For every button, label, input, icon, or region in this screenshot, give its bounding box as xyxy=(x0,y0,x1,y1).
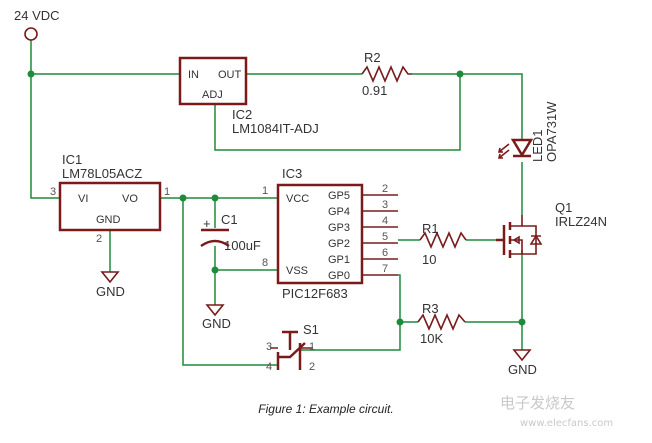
ic3-pin-number: 7 xyxy=(382,263,388,275)
c1-capacitor: + C1 100uF xyxy=(200,212,261,253)
wires xyxy=(30,40,523,366)
ic2-ref: IC2 xyxy=(232,107,252,122)
q1-mosfet: Q1 IRLZ24N xyxy=(496,200,607,258)
ic2-regulator: IN OUT ADJ IC2 LM1084IT-ADJ xyxy=(178,56,319,136)
figure-caption: Figure 1: Example circuit. xyxy=(258,402,394,416)
ic3-pin-number: 3 xyxy=(382,199,388,211)
gnd-symbol-q1: GND xyxy=(508,349,537,377)
q1-ref: Q1 xyxy=(555,200,572,215)
ic3-pin-name: VSS xyxy=(286,265,308,277)
ic2-pin-adj: ADJ xyxy=(202,89,223,101)
ic1-pin1-num: 1 xyxy=(164,186,170,198)
ic3-pin-name: GP2 xyxy=(328,238,350,250)
c1-value: 100uF xyxy=(224,238,261,253)
gnd-label-ic1: GND xyxy=(96,284,125,299)
led1-part: OPA731W xyxy=(544,101,559,162)
led1-ref: LED1 xyxy=(530,129,545,162)
ic3-pin-name: GP4 xyxy=(328,206,350,218)
ic3-pin-number: 6 xyxy=(382,247,388,259)
gnd-label-c1: GND xyxy=(202,316,231,331)
ic3-pin-name: VCC xyxy=(286,193,309,205)
ic1-regulator: VI VO GND 3 1 2 IC1 LM78L05ACZ xyxy=(50,152,170,245)
r2-value: 0.91 xyxy=(362,83,387,98)
ic3-pin-number: 1 xyxy=(262,185,268,197)
r3-value: 10K xyxy=(420,331,443,346)
c1-ref: C1 xyxy=(221,212,238,227)
ic1-pin3-num: 3 xyxy=(50,186,56,198)
ic3-pin-name: GP1 xyxy=(328,254,350,266)
gnd-symbol-ic1: GND xyxy=(96,271,125,299)
power-label: 24 VDC xyxy=(14,8,60,23)
ic1-pin-gnd: GND xyxy=(96,214,121,226)
junction-dots xyxy=(27,70,526,326)
r3-ref: R3 xyxy=(422,301,439,316)
r1-value: 10 xyxy=(422,252,436,267)
ic1-part: LM78L05ACZ xyxy=(62,166,142,181)
r2-ref: R2 xyxy=(364,50,381,65)
watermark-url: www.elecfans.com xyxy=(520,418,614,429)
ic1-pin-vo: VO xyxy=(122,193,138,205)
r2-resistor: R2 0.91 xyxy=(361,50,412,98)
s1-pin3: 3 xyxy=(266,341,272,353)
circuit-schematic: 24 VDC IN OUT ADJ IC2 LM1084IT-ADJ R2 0.… xyxy=(14,8,607,377)
ic3-pin-name: GP5 xyxy=(328,190,350,202)
ic1-pin-vi: VI xyxy=(78,193,88,205)
gnd-label-q1: GND xyxy=(508,362,537,377)
s1-pin2: 2 xyxy=(309,361,315,373)
c1-polarity: + xyxy=(203,216,211,231)
power-24vdc: 24 VDC xyxy=(14,8,60,41)
ic2-pin-in: IN xyxy=(188,69,199,81)
ic3-pin-number: 2 xyxy=(382,183,388,195)
ic3-pin-name: GP3 xyxy=(328,222,350,234)
ic3-part: PIC12F683 xyxy=(282,286,348,301)
ic3-ref: IC3 xyxy=(282,166,302,181)
ic1-ref: IC1 xyxy=(62,152,82,167)
q1-part: IRLZ24N xyxy=(555,214,607,229)
s1-ref: S1 xyxy=(303,322,319,337)
ic3-pin-name: GP0 xyxy=(328,270,350,282)
gnd-symbol-c1: GND xyxy=(202,304,231,331)
ic3-pin-number: 8 xyxy=(262,257,268,269)
led1: LED1 OPA731W xyxy=(497,101,559,162)
s1-switch: S1 3 4 1 2 xyxy=(266,322,319,373)
ic2-part: LM1084IT-ADJ xyxy=(232,121,319,136)
ic3-pin-number: 4 xyxy=(382,215,388,227)
ic1-pin2-num: 2 xyxy=(96,233,102,245)
watermark-text: 电子发烧友 xyxy=(500,394,576,412)
s1-pin1: 1 xyxy=(309,341,315,353)
r1-resistor: R1 10 xyxy=(419,221,467,267)
r1-ref: R1 xyxy=(422,221,439,236)
r3-resistor: R3 10K xyxy=(417,301,466,346)
s1-pin4: 4 xyxy=(266,361,272,373)
ic3-pin-number: 5 xyxy=(382,231,388,243)
ic2-pin-out: OUT xyxy=(218,69,242,81)
